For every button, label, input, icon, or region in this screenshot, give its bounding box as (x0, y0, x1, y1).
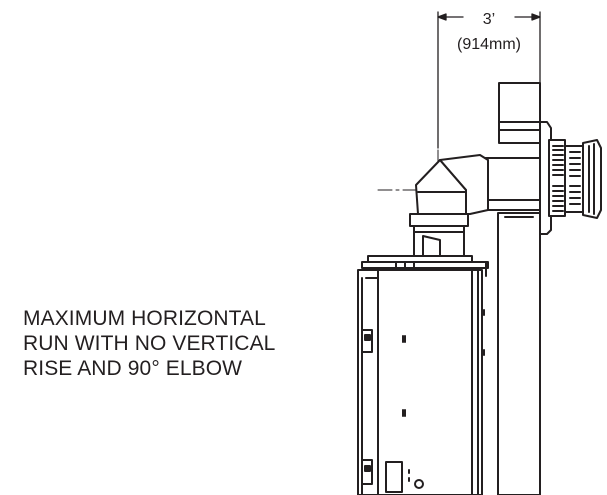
dimension-arrows (437, 13, 541, 21)
termination-cap (539, 121, 602, 235)
dimension-imperial: 3’ (483, 11, 495, 28)
dimension-metric: (914mm) (457, 36, 521, 53)
caption-line-2: RUN WITH NO VERTICAL (23, 332, 276, 355)
caption-line-1: MAXIMUM HORIZONTAL (23, 307, 266, 330)
appliance-top-flange (361, 255, 489, 277)
dimension-extension-lines (437, 11, 541, 149)
elbow-90 (409, 154, 489, 257)
caption-line-3: RISE AND 90° ELBOW (23, 357, 243, 380)
appliance-body (357, 269, 485, 495)
vertical-vent-pipe (497, 82, 541, 495)
diagram-caption: MAXIMUM HORIZONTAL RUN WITH NO VERTICAL … (23, 306, 353, 381)
